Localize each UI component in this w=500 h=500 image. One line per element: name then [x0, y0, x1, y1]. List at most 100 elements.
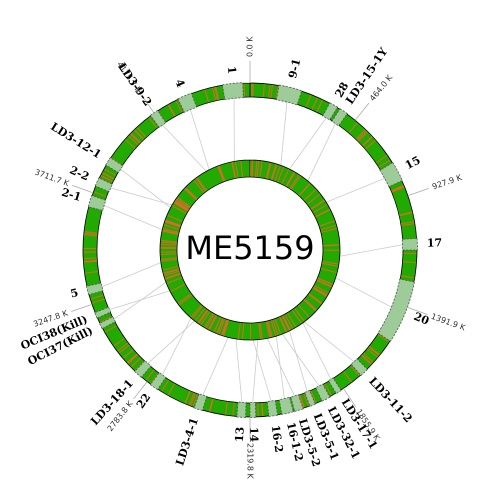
variant-mark [194, 307, 206, 322]
variant-mark [291, 309, 302, 324]
variant-mark [170, 283, 186, 293]
highlight-segments [85, 82, 418, 418]
variant-mark [241, 323, 245, 340]
variant-mark [401, 221, 415, 225]
segment-label: 13 [233, 426, 247, 442]
variant-mark [299, 394, 305, 408]
segment-label: LD3-9-2 [115, 61, 154, 109]
link-line [281, 333, 320, 387]
variant-mark [177, 197, 191, 208]
variant-mark [232, 402, 235, 416]
variant-mark [124, 139, 136, 149]
variant-mark [165, 220, 181, 227]
variant-mark [279, 317, 287, 333]
variant-mark [193, 179, 205, 194]
variant-mark [100, 175, 113, 182]
variant-mark [237, 322, 241, 339]
variant-mark [164, 270, 180, 277]
segment-box [315, 383, 331, 402]
variant-mark [284, 314, 294, 329]
variant-mark [167, 383, 176, 396]
variant-mark [357, 131, 368, 142]
segment-label: 16-2 [269, 424, 286, 453]
variant-mark [316, 99, 323, 113]
variant-mark [218, 318, 226, 335]
variant-mark [265, 162, 271, 179]
variant-mark [177, 293, 192, 304]
variant-mark [117, 342, 129, 352]
variant-mark [165, 219, 181, 226]
inner-ring [159, 159, 341, 341]
variant-mark [324, 383, 332, 396]
inner-ring-band [159, 159, 341, 341]
variant-mark [113, 337, 125, 347]
variant-mark [163, 268, 180, 274]
variant-mark [277, 166, 285, 183]
variant-mark [285, 171, 295, 187]
variant-mark [361, 354, 372, 365]
variant-mark [118, 344, 130, 354]
variant-mark [84, 234, 98, 237]
variant-mark [93, 191, 107, 197]
variant-mark [256, 160, 260, 177]
variant-mark [166, 276, 183, 284]
variant-mark [315, 209, 331, 218]
tick-label: 927.9 K [431, 173, 464, 192]
link-line [147, 320, 195, 364]
segment-box [322, 102, 339, 121]
variant-mark [197, 309, 208, 324]
variant-mark [160, 253, 177, 256]
variant-mark [310, 199, 325, 210]
variant-mark [266, 321, 272, 338]
variant-mark [259, 161, 263, 178]
link-line [289, 330, 308, 392]
link-line [101, 262, 162, 288]
variant-mark [376, 155, 388, 164]
variant-mark [254, 160, 258, 177]
variant-mark [356, 130, 367, 141]
link-line [103, 204, 163, 231]
link-line [235, 338, 243, 403]
variant-mark [136, 127, 147, 138]
variant-mark [270, 164, 277, 180]
variant-mark [164, 272, 181, 279]
variant-mark [312, 287, 327, 297]
variant-mark [271, 164, 278, 181]
tick-line [133, 381, 148, 400]
segment-label: 15 [403, 154, 423, 173]
variant-mark [99, 316, 112, 323]
variant-mark [209, 315, 218, 331]
variant-mark [298, 304, 310, 318]
variant-mark [92, 298, 105, 304]
variant-mark [83, 260, 97, 263]
variant-mark [84, 231, 98, 234]
segment-label: 20 [412, 310, 431, 328]
segment-box [350, 358, 368, 377]
segment-box [327, 377, 342, 395]
variant-mark [281, 169, 290, 184]
segment-label: LD3-12-1 [48, 120, 103, 161]
link-line [252, 339, 259, 404]
variant-mark [313, 204, 328, 214]
variant-mark [175, 100, 183, 113]
segment-box [87, 194, 107, 212]
variant-mark [274, 318, 282, 335]
variant-mark [167, 104, 176, 117]
segment-box [193, 393, 208, 412]
variant-mark [162, 265, 179, 271]
variant-mark [191, 305, 204, 319]
tick-line [406, 306, 428, 316]
variant-mark [221, 319, 228, 336]
tick-line [71, 303, 93, 312]
link-line [252, 339, 272, 402]
link-line [113, 281, 167, 320]
link-line [110, 187, 173, 206]
segment-box [98, 316, 116, 330]
variant-mark [281, 315, 290, 331]
variant-mark [83, 259, 97, 262]
variant-mark [85, 270, 99, 274]
variant-mark [308, 293, 322, 305]
variant-mark [399, 212, 413, 217]
variant-mark [175, 200, 190, 210]
variant-mark [319, 220, 335, 227]
